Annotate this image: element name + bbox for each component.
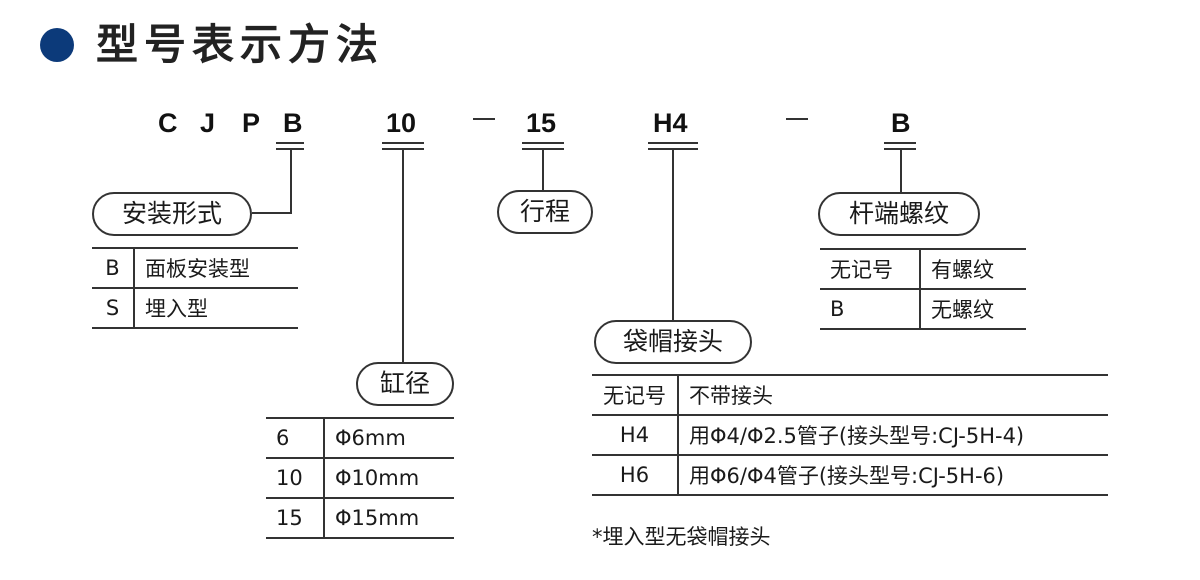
underline-thread: [884, 142, 916, 144]
bore-code-cell: 15: [266, 498, 324, 539]
bore-table: 6 Φ6mm 10 Φ10mm 15 Φ15mm: [266, 417, 454, 539]
underline-cap-2: [648, 148, 698, 150]
underline-thread-2: [884, 148, 916, 150]
underline-mount-2: [276, 148, 304, 150]
cap-code-cell: 无记号: [592, 374, 678, 416]
thread-desc-cell: 无螺纹: [919, 289, 1026, 330]
underline-mount: [276, 142, 304, 144]
code-prefix-c: C: [158, 108, 178, 138]
bore-desc-cell: Φ10mm: [323, 458, 454, 499]
mount-code-cell: B: [92, 247, 134, 289]
cap-desc-cell: 用Φ6/Φ4管子(接头型号:CJ-5H-6): [677, 455, 1108, 496]
stroke-label: 行程: [497, 190, 593, 234]
code-separator-1: [473, 118, 495, 120]
thread-code-cell: 无记号: [820, 248, 920, 290]
table-row: B 无螺纹: [820, 289, 1026, 330]
connector-mount-h: [252, 212, 292, 214]
table-row: 15 Φ15mm: [266, 498, 454, 539]
table-row: H4 用Φ4/Φ2.5管子(接头型号:CJ-5H-4): [592, 415, 1108, 456]
bore-desc-cell: Φ15mm: [323, 498, 454, 539]
bore-desc-cell: Φ6mm: [323, 417, 454, 459]
mount-desc-cell: 埋入型: [133, 288, 298, 329]
connector-mount-v: [290, 150, 292, 214]
code-prefix-p: P: [242, 108, 261, 138]
table-row: 6 Φ6mm: [266, 417, 454, 459]
table-row: 10 Φ10mm: [266, 458, 454, 499]
underline-bore-2: [382, 148, 424, 150]
title-bullet-icon: [40, 28, 74, 62]
connector-cap: [672, 150, 674, 320]
mount-desc-cell: 面板安装型: [133, 247, 298, 289]
cap-table: 无记号 不带接头 H4 用Φ4/Φ2.5管子(接头型号:CJ-5H-4) H6 …: [592, 374, 1108, 496]
thread-desc-cell: 有螺纹: [919, 248, 1026, 290]
mount-code-cell: S: [92, 288, 134, 329]
cap-label: 袋帽接头: [594, 320, 752, 364]
bore-code-cell: 6: [266, 417, 324, 459]
underline-stroke-2: [522, 148, 564, 150]
table-row: S 埋入型: [92, 288, 298, 329]
cap-footnote: *埋入型无袋帽接头: [592, 525, 771, 549]
underline-cap: [648, 142, 698, 144]
table-row: H6 用Φ6/Φ4管子(接头型号:CJ-5H-6): [592, 455, 1108, 496]
table-row: 无记号 不带接头: [592, 374, 1108, 416]
cap-desc-cell: 用Φ4/Φ2.5管子(接头型号:CJ-5H-4): [677, 415, 1108, 456]
bore-label: 缸径: [356, 362, 454, 406]
thread-table: 无记号 有螺纹 B 无螺纹: [820, 248, 1026, 330]
cap-code-cell: H4: [592, 415, 678, 456]
mount-form-table: B 面板安装型 S 埋入型: [92, 247, 298, 329]
table-row: 无记号 有螺纹: [820, 248, 1026, 290]
cap-desc-cell: 不带接头: [677, 374, 1108, 416]
thread-label: 杆端螺纹: [818, 192, 980, 236]
code-prefix-j: J: [200, 108, 216, 138]
underline-stroke: [522, 142, 564, 144]
code-bore: 10: [386, 108, 417, 138]
connector-stroke: [542, 150, 544, 190]
code-mount: B: [283, 108, 303, 138]
connector-thread: [900, 150, 902, 192]
code-cap: H4: [653, 108, 688, 138]
thread-code-cell: B: [820, 289, 920, 330]
code-stroke: 15: [526, 108, 557, 138]
code-separator-2: [786, 118, 808, 120]
code-thread: B: [891, 108, 911, 138]
page-title: 型号表示方法: [96, 20, 385, 69]
mount-form-label: 安装形式: [92, 192, 252, 236]
cap-code-cell: H6: [592, 455, 678, 496]
underline-bore: [382, 142, 424, 144]
connector-bore: [402, 150, 404, 364]
bore-code-cell: 10: [266, 458, 324, 499]
table-row: B 面板安装型: [92, 247, 298, 289]
